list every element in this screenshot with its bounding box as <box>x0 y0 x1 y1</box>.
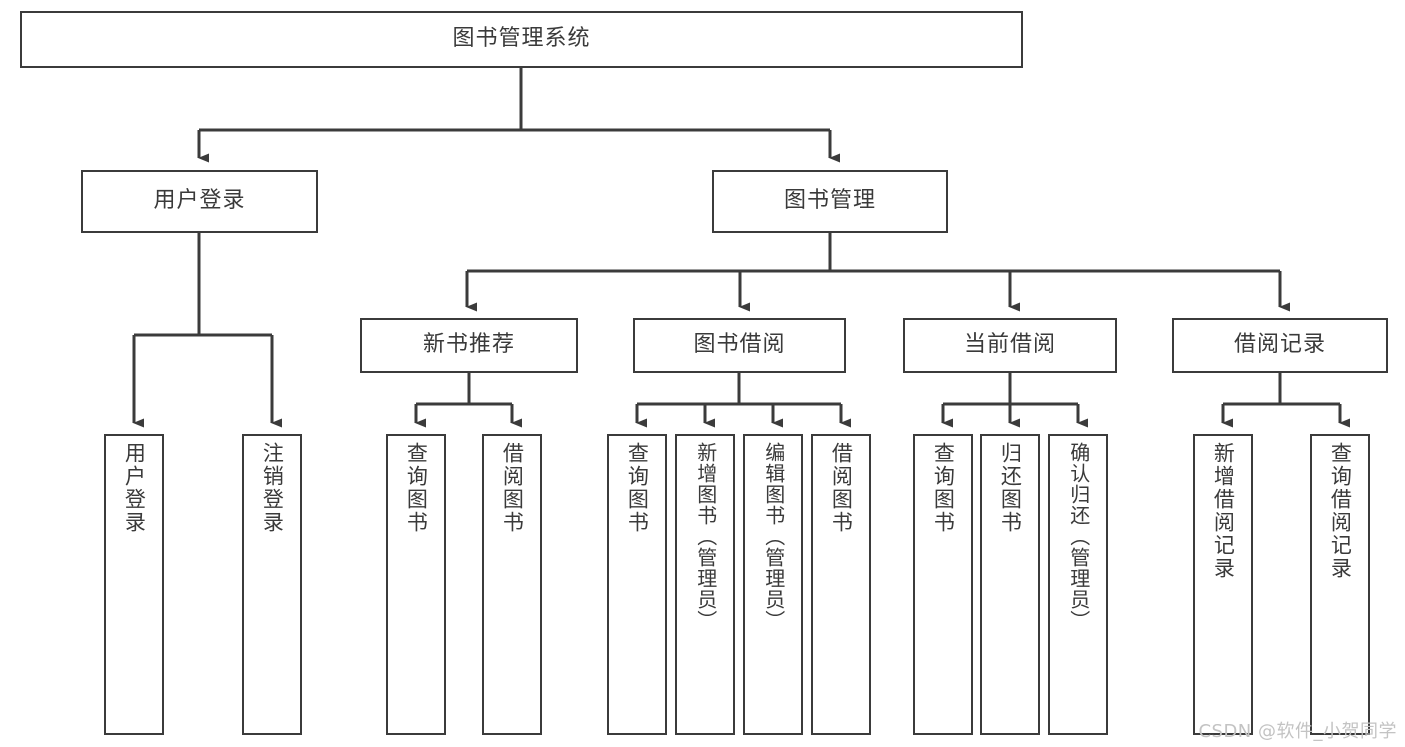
leaf-borrow-record-add[interactable]: 新增借阅记录 <box>1193 434 1253 735</box>
leaf-book-borrow-query[interactable]: 查询图书 <box>607 434 667 735</box>
node-user-login[interactable]: 用户登录 <box>81 170 318 233</box>
leaf-current-borrow-confirm[interactable]: 确认归还（管理员） <box>1048 434 1108 735</box>
node-book-borrow[interactable]: 图书借阅 <box>633 318 846 373</box>
node-label: 当前借阅 <box>963 332 1056 358</box>
leaf-book-borrow-add[interactable]: 新增图书（管理员） <box>675 434 735 735</box>
node-label: 新书推荐 <box>422 332 515 358</box>
leaf-user-login-logout[interactable]: 注销登录 <box>242 434 302 735</box>
leaf-borrow-record-query[interactable]: 查询借阅记录 <box>1310 434 1370 735</box>
node-label: 编辑图书（管理员） <box>761 442 786 631</box>
node-label: 新增借阅记录 <box>1211 442 1236 580</box>
node-label: 确认归还（管理员） <box>1066 442 1091 631</box>
node-new-book-recommend[interactable]: 新书推荐 <box>360 318 578 373</box>
node-label: 用户登录 <box>153 188 246 214</box>
leaf-book-borrow-edit[interactable]: 编辑图书（管理员） <box>743 434 803 735</box>
node-label: 图书管理 <box>783 188 876 214</box>
node-label: 归还图书 <box>998 442 1023 534</box>
node-label: 注销登录 <box>260 442 285 534</box>
leaf-new-book-borrow[interactable]: 借阅图书 <box>482 434 542 735</box>
node-label: 查询图书 <box>404 442 429 534</box>
node-label: 用户登录 <box>122 442 147 534</box>
node-label: 查询图书 <box>931 442 956 534</box>
leaf-current-borrow-query[interactable]: 查询图书 <box>913 434 973 735</box>
node-label: 借阅图书 <box>829 442 854 534</box>
node-borrow-record[interactable]: 借阅记录 <box>1172 318 1388 373</box>
watermark: CSDN @软件_小贺同学 <box>1198 721 1397 742</box>
node-root-system[interactable]: 图书管理系统 <box>20 11 1023 68</box>
leaf-user-login-login[interactable]: 用户登录 <box>104 434 164 735</box>
node-label: 图书管理系统 <box>452 26 591 52</box>
leaf-current-borrow-return[interactable]: 归还图书 <box>980 434 1040 735</box>
node-label: 图书借阅 <box>693 332 786 358</box>
node-label: 查询借阅记录 <box>1328 442 1353 580</box>
leaf-new-book-query[interactable]: 查询图书 <box>386 434 446 735</box>
leaf-book-borrow-borrow[interactable]: 借阅图书 <box>811 434 871 735</box>
node-current-borrow[interactable]: 当前借阅 <box>903 318 1117 373</box>
node-label: 查询图书 <box>625 442 650 534</box>
node-label: 新增图书（管理员） <box>693 442 718 631</box>
node-label: 借阅记录 <box>1233 332 1326 358</box>
node-label: 借阅图书 <box>500 442 525 534</box>
node-book-management[interactable]: 图书管理 <box>712 170 948 233</box>
